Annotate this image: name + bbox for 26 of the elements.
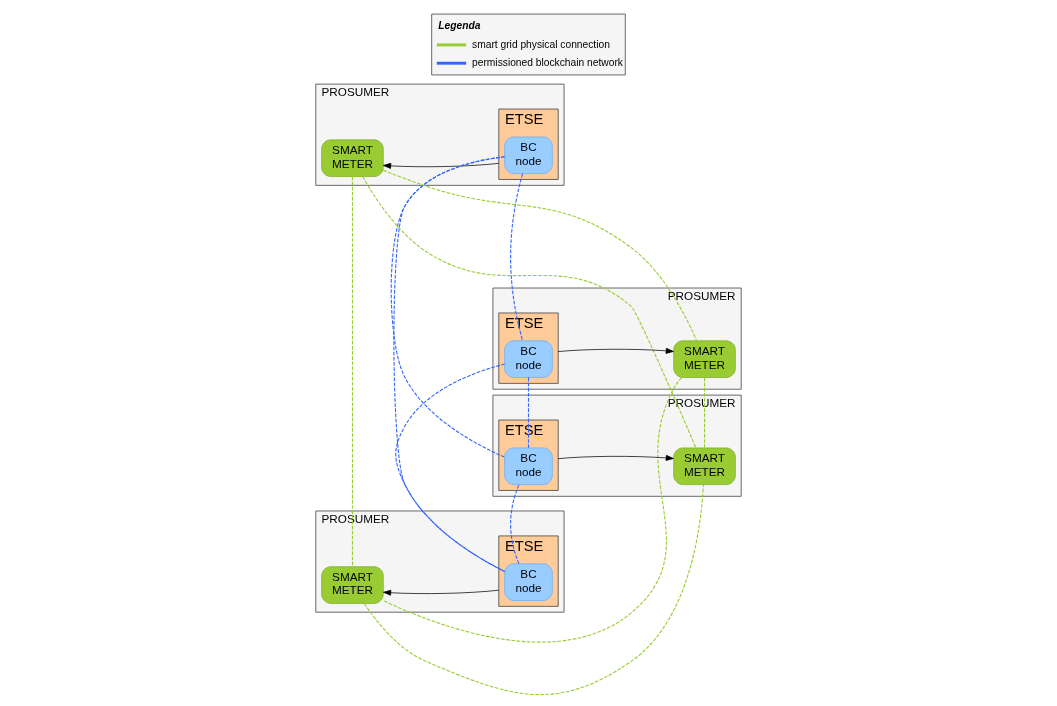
connector bbox=[510, 173, 524, 342]
arrow bbox=[557, 455, 674, 461]
connector bbox=[362, 176, 697, 449]
arrow bbox=[383, 589, 500, 596]
node-box: BC node bbox=[504, 563, 553, 601]
arrow bbox=[383, 162, 500, 169]
node-box: SMART METER bbox=[673, 447, 736, 485]
connector bbox=[390, 156, 506, 458]
node-box: SMART METER bbox=[321, 566, 384, 604]
node-box: BC node bbox=[504, 136, 553, 174]
node-box: SMART METER bbox=[321, 139, 384, 177]
legend-label: permissioned blockchain network bbox=[472, 56, 624, 68]
node-box: BC node bbox=[504, 447, 553, 485]
node-box: SMART METER bbox=[673, 340, 736, 378]
connector bbox=[382, 169, 698, 342]
connector bbox=[363, 484, 704, 695]
connector bbox=[395, 363, 506, 572]
arrow bbox=[557, 347, 674, 354]
label: Legenda bbox=[438, 19, 481, 31]
legend-label: smart grid physical connection bbox=[472, 38, 610, 50]
connector bbox=[382, 377, 683, 643]
connector bbox=[704, 376, 706, 449]
node-box: BC node bbox=[504, 340, 553, 378]
connector bbox=[527, 376, 530, 449]
connector bbox=[510, 484, 520, 565]
connector bbox=[351, 176, 354, 568]
